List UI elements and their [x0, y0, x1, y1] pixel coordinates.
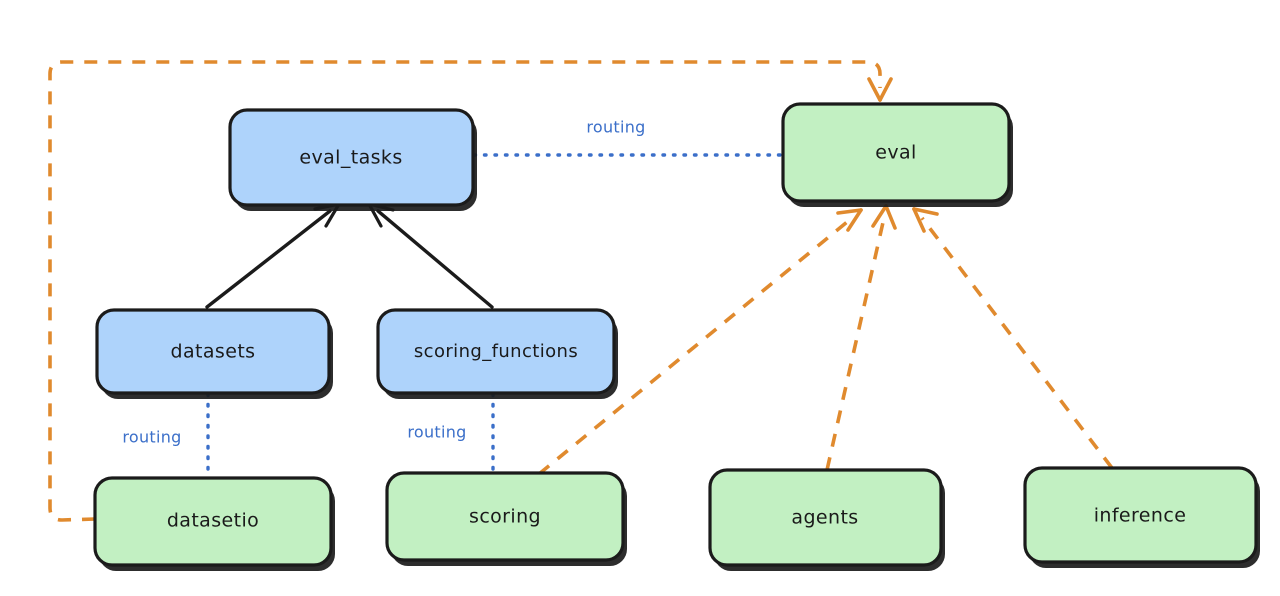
edge-label-routing-eval: routing — [586, 118, 645, 137]
node-datasets[interactable]: datasets — [95, 308, 333, 399]
node-eval[interactable]: eval — [781, 102, 1013, 207]
edge-datasetio-eval — [48, 60, 893, 522]
node-scoring-label: scoring — [469, 506, 541, 528]
node-eval-label: eval — [875, 142, 916, 164]
node-scoring_functions-body[interactable] — [376, 308, 616, 395]
edge-scoring-eval — [537, 208, 863, 476]
node-datasetio-body[interactable] — [93, 476, 333, 567]
edge-scoring_functions-eval_tasks — [367, 202, 494, 309]
node-datasetio-label: datasetio — [167, 510, 259, 532]
node-inference[interactable]: inference — [1023, 466, 1260, 568]
edge-label-routing-datasetio: routing — [122, 428, 181, 447]
node-eval_tasks-body[interactable] — [228, 108, 475, 207]
edge-agents-eval — [825, 204, 897, 471]
node-datasets-label: datasets — [171, 341, 256, 363]
node-inference-body[interactable] — [1023, 466, 1258, 564]
edge-label-routing-scoring: routing — [407, 423, 466, 442]
node-eval_tasks-label: eval_tasks — [299, 147, 402, 169]
node-eval_tasks[interactable]: eval_tasks — [228, 108, 477, 211]
node-scoring_functions[interactable]: scoring_functions — [376, 308, 618, 399]
node-agents-body[interactable] — [708, 468, 943, 567]
node-scoring-body[interactable] — [385, 471, 625, 562]
node-eval-body[interactable] — [781, 102, 1011, 203]
node-agents[interactable]: agents — [708, 468, 945, 571]
node-datasets-body[interactable] — [95, 308, 331, 395]
node-inference-label: inference — [1094, 505, 1187, 527]
edge-inference-eval — [912, 207, 1114, 470]
edge-datasets-eval_tasks — [205, 202, 341, 309]
node-scoring[interactable]: scoring — [385, 471, 627, 566]
node-scoring_functions-label: scoring_functions — [414, 341, 578, 362]
node-agents-label: agents — [791, 507, 858, 529]
node-datasetio[interactable]: datasetio — [93, 476, 335, 571]
